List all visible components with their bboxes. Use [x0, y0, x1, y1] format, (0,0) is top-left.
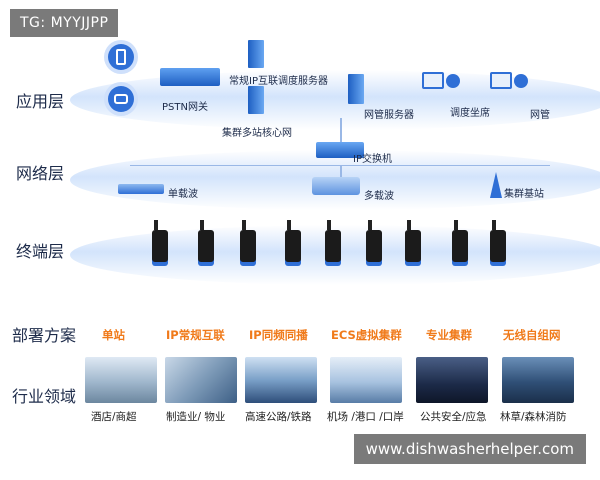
layer-label-application: 应用层 — [16, 92, 65, 111]
deployment-option: IP同频同播 — [249, 328, 308, 342]
industry-image-airport — [330, 357, 402, 403]
industry-image-public-safety — [416, 357, 488, 403]
radio-icon — [405, 220, 421, 264]
industry-label: 制造业/ 物业 — [166, 411, 226, 423]
landline-phone-icon — [108, 86, 134, 112]
watermark-badge: www.dishwasherhelper.com — [353, 434, 586, 464]
section-label-industry: 行业领域 — [12, 387, 77, 406]
industry-image-highway — [245, 357, 317, 403]
antenna-tower-icon — [490, 172, 502, 198]
layer-label-terminal: 终端层 — [16, 242, 65, 261]
trunk-base-label: 集群基站 — [504, 189, 544, 200]
multi-carrier-label: 多载波 — [364, 191, 394, 202]
server-icon — [348, 74, 364, 104]
industry-image-manufacturing — [165, 357, 237, 403]
radio-icon — [152, 220, 168, 264]
ip-switch-icon — [316, 142, 364, 158]
single-carrier-base-icon — [118, 184, 164, 194]
radio-icon — [285, 220, 301, 264]
radio-icon — [198, 220, 214, 264]
industry-label: 酒店/商超 — [91, 411, 137, 423]
radio-icon — [366, 220, 382, 264]
deployment-option: 无线自组网 — [503, 328, 561, 342]
industry-image-forest — [502, 357, 574, 403]
radio-icon — [452, 220, 468, 264]
multi-carrier-base-icon — [312, 177, 360, 195]
connector-line — [340, 118, 342, 142]
server-icon — [248, 40, 264, 68]
image-tag: TG: MYYJJPP — [10, 9, 119, 37]
industry-label: 高速公路/铁路 — [245, 411, 312, 423]
monitor-icon — [490, 72, 512, 89]
user-icon — [514, 74, 528, 88]
nm-server-label: 网管服务器 — [364, 110, 414, 121]
radio-icon — [240, 220, 256, 264]
trunk-core-label: 集群多站核心网 — [222, 128, 292, 139]
layer-label-network: 网络层 — [16, 164, 65, 183]
industry-label: 公共安全/应急 — [420, 411, 487, 423]
radio-icon — [490, 220, 506, 264]
dispatch-seat-label: 调度坐席 — [450, 108, 490, 119]
ip-switch-label: IP交换机 — [353, 154, 392, 165]
monitor-icon — [422, 72, 444, 89]
industry-image-hotel — [85, 357, 157, 403]
ip-dispatch-server-label: 常规IP互联调度服务器 — [229, 76, 328, 87]
deployment-option: 专业集群 — [426, 328, 472, 342]
pstn-gateway-label: PSTN网关 — [162, 102, 208, 113]
pstn-gateway-icon — [160, 68, 220, 86]
single-carrier-label: 单载波 — [168, 189, 198, 200]
nms-label: 网管 — [530, 110, 550, 121]
industry-label: 林草/森林消防 — [500, 411, 567, 423]
industry-label: 机场 /港口 /口岸 — [327, 411, 404, 423]
mobile-phone-icon — [108, 44, 134, 70]
headset-icon — [446, 74, 460, 88]
connector-line — [340, 165, 342, 177]
deployment-option: 单站 — [102, 328, 125, 342]
section-label-deployment: 部署方案 — [12, 326, 77, 345]
deployment-option: IP常规互联 — [166, 328, 225, 342]
server-icon — [248, 86, 264, 114]
radio-icon — [325, 220, 341, 264]
deployment-option: ECS虚拟集群 — [331, 328, 402, 342]
